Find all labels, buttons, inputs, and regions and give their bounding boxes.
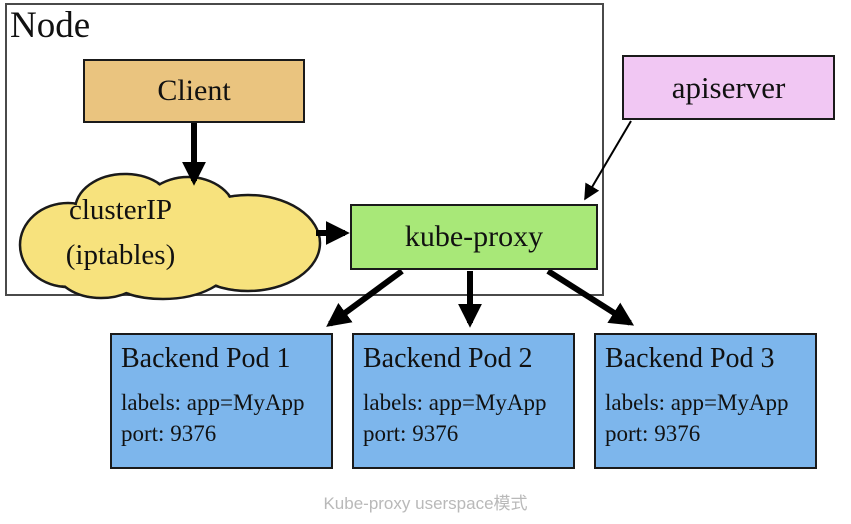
backend-pod-2: Backend Pod 2 labels: app=MyApp port: 93… <box>352 333 575 469</box>
pod-labels: labels: app=MyApp <box>605 390 789 415</box>
client-node: Client <box>83 59 305 123</box>
kube-proxy-label: kube-proxy <box>404 220 544 253</box>
node-label: Node <box>10 5 91 46</box>
clusterip-line2: (iptables) <box>65 239 176 271</box>
backend-pod-1: Backend Pod 1 labels: app=MyApp port: 93… <box>110 333 333 469</box>
client-label: Client <box>157 74 231 107</box>
pod-labels: labels: app=MyApp <box>363 390 547 415</box>
pod-port: port: 9376 <box>363 421 459 446</box>
backend-pod-3: Backend Pod 3 labels: app=MyApp port: 93… <box>594 333 817 469</box>
pod-title: Backend Pod 3 <box>605 343 775 374</box>
pod-labels: labels: app=MyApp <box>121 390 305 415</box>
apiserver-node: apiserver <box>622 55 835 120</box>
clusterip-cloud-shape <box>18 172 322 301</box>
pod-port: port: 9376 <box>605 421 701 446</box>
pod-title: Backend Pod 1 <box>121 343 291 374</box>
pod-title: Backend Pod 2 <box>363 343 533 374</box>
figure-caption: Kube-proxy userspace模式 <box>323 494 528 513</box>
kube-proxy-node: kube-proxy <box>350 204 598 270</box>
pod-port: port: 9376 <box>121 421 217 446</box>
apiserver-label: apiserver <box>671 69 786 105</box>
clusterip-line1: clusterIP <box>68 194 173 226</box>
clusterip-cloud-label: clusterIP (iptables) <box>28 188 213 278</box>
